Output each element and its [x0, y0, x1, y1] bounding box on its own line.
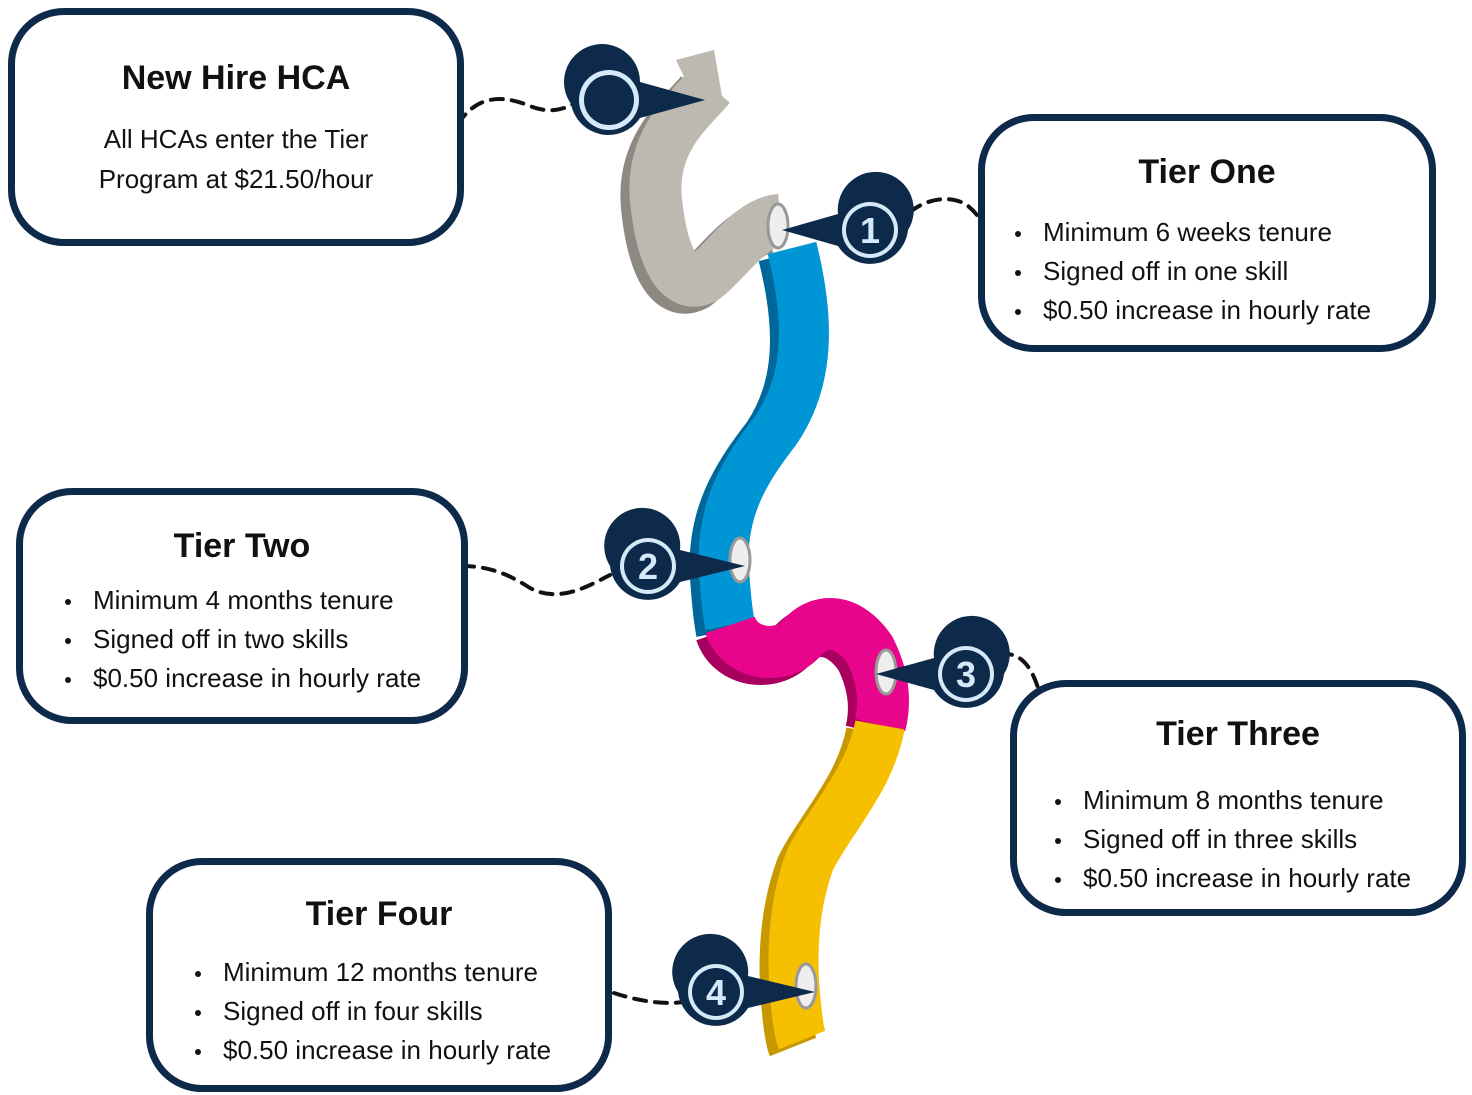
- card-title: New Hire HCA: [121, 59, 351, 97]
- tier-three-segment: [759, 719, 905, 1057]
- badge-2-number: 2: [638, 546, 658, 587]
- badge-1-number: 1: [860, 210, 880, 251]
- bullet-item: Minimum 12 months tenure: [195, 953, 551, 992]
- bullet-item: Signed off in three skills: [1055, 820, 1411, 859]
- pin-badge-2: 2: [604, 507, 745, 600]
- bullet-item: Minimum 4 months tenure: [65, 581, 421, 620]
- card-title: Tier Two: [173, 527, 311, 565]
- card-new-hire: New Hire HCA All HCAs enter the Tier Pro…: [8, 8, 464, 246]
- bullet-item: $0.50 increase in hourly rate: [65, 659, 421, 698]
- bullet-item: Minimum 8 months tenure: [1055, 781, 1411, 820]
- tier-two-segment: [696, 598, 909, 739]
- card-tier-four: Tier Four Minimum 12 months tenure Signe…: [146, 858, 612, 1092]
- connector-new-hire: [456, 97, 582, 126]
- bullet-list: Minimum 4 months tenure Signed off in tw…: [65, 581, 421, 698]
- start-segment: [620, 50, 785, 314]
- card-title: Tier Three: [1156, 715, 1320, 753]
- bullet-item: Signed off in one skill: [1015, 252, 1371, 291]
- connector-tier-one: [908, 197, 986, 232]
- connector-tier-four: [612, 991, 686, 1005]
- badge-3-number: 3: [956, 654, 976, 695]
- pin-start: [564, 44, 705, 135]
- card-description-line-2: Program at $21.50/hour: [98, 164, 374, 194]
- pin-badge-1: 1: [782, 171, 914, 264]
- card-description-line-1: All HCAs enter the Tier: [103, 124, 369, 154]
- bullet-item: Signed off in four skills: [195, 992, 551, 1031]
- bullet-item: $0.50 increase in hourly rate: [1055, 859, 1411, 898]
- pin-badge-4: 4: [672, 933, 815, 1026]
- connector-tier-two: [460, 564, 612, 597]
- card-tier-two: Tier Two Minimum 4 months tenure Signed …: [16, 488, 468, 724]
- bullet-list: Minimum 8 months tenure Signed off in th…: [1055, 781, 1411, 898]
- ribbon-road: [620, 50, 909, 1057]
- bullet-list: Minimum 12 months tenure Signed off in f…: [195, 953, 551, 1070]
- bullet-item: $0.50 increase in hourly rate: [1015, 291, 1371, 330]
- bullet-item: Minimum 6 weeks tenure: [1015, 213, 1371, 252]
- card-tier-one: Tier One Minimum 6 weeks tenure Signed o…: [978, 114, 1436, 352]
- card-title: Tier Four: [305, 895, 453, 933]
- tier-one-segment: [689, 241, 829, 637]
- bullet-item: $0.50 increase in hourly rate: [195, 1031, 551, 1070]
- bullet-list: Minimum 6 weeks tenure Signed off in one…: [1015, 213, 1371, 330]
- card-title: Tier One: [1138, 153, 1276, 191]
- card-tier-three: Tier Three Minimum 8 months tenure Signe…: [1010, 680, 1466, 916]
- connectors: [456, 97, 1040, 1005]
- bullet-item: Signed off in two skills: [65, 620, 421, 659]
- badge-4-number: 4: [706, 972, 726, 1013]
- pin-badge-3: 3: [876, 615, 1010, 708]
